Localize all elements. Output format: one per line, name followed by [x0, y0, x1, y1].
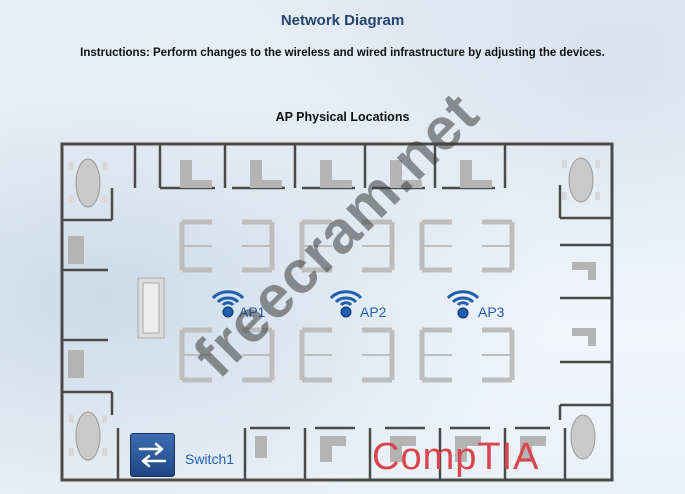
outer-walls	[60, 142, 614, 482]
ap3-label[interactable]: AP3	[478, 304, 505, 320]
conference-tables	[75, 157, 596, 461]
reception-sofa	[137, 277, 165, 339]
wifi-signal-icon[interactable]	[446, 290, 480, 319]
bottom-office-desks	[255, 436, 546, 462]
instructions-text: Instructions: Perform changes to the wir…	[80, 47, 605, 59]
floorplan-title: AP Physical Locations	[275, 110, 410, 124]
ap2-label[interactable]: AP2	[360, 304, 387, 320]
switch1-device[interactable]: Switch1	[127, 433, 257, 483]
network-switch-icon[interactable]	[130, 433, 175, 477]
switch1-label[interactable]: Switch1	[185, 451, 235, 467]
wifi-signal-icon[interactable]	[329, 290, 363, 318]
cubicle-dividers	[182, 245, 512, 356]
side-room-desks	[68, 236, 596, 378]
top-office-desks	[180, 160, 492, 188]
ap1-label[interactable]: AP1	[239, 304, 266, 320]
wifi-signal-icon[interactable]	[211, 290, 245, 318]
conference-chairs	[69, 160, 600, 456]
comptia-logo: CompTIA	[372, 436, 540, 478]
page-title: Network Diagram	[280, 12, 405, 29]
